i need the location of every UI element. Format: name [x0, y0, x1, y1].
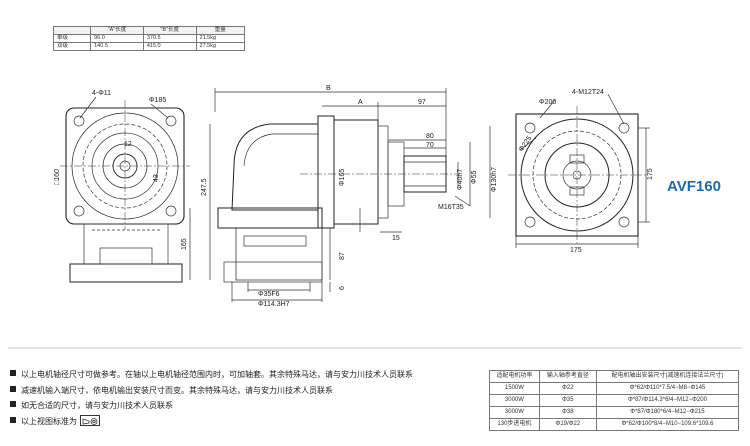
side-view — [189, 88, 491, 302]
end-view — [508, 93, 650, 248]
label-side-15: 15 — [392, 235, 400, 242]
label-right-175v: 175 — [647, 168, 654, 180]
table-cell: Φ*87/Φ114.3*6/4−M12−Φ200 — [595, 394, 740, 407]
front-view — [60, 96, 190, 283]
label-side-35: Φ35F6 — [258, 291, 280, 298]
table-header-cell: 适配电机功率 — [489, 370, 540, 383]
table-cell: Φ38 — [538, 406, 597, 419]
model-name: AVF160 — [667, 178, 721, 195]
table-cell: Φ*62/Φ110*7.5/4−M8−Φ145 — [595, 382, 740, 395]
label-side-a: A — [358, 99, 363, 106]
table-header-cell: 输入轴参考直径 — [538, 370, 597, 383]
label-side-55: Φ55 — [471, 171, 478, 184]
label-front-square: □160 — [54, 169, 61, 185]
table-row: 3000W Φ35 Φ*87/Φ114.3*6/4−M12−Φ200 — [489, 394, 740, 407]
table-cell: Φ19/Φ22 — [538, 418, 597, 431]
dimensions-table: "A"长度 "B"长度 重量 单级 96.0 370.5 21.5kg 双级 1… — [52, 26, 246, 51]
table-row: 130步进电机 Φ19/Φ22 Φ*62/Φ100*8/4−M10−109.6*… — [489, 418, 740, 431]
table-cell: 3000W — [489, 394, 540, 407]
label-side-m16: M16T35 — [438, 204, 464, 211]
table-cell: 双级 — [52, 42, 92, 51]
note-text: 以上视图标准为 — [21, 416, 77, 426]
table-row: 3000W Φ38 Φ*87/Φ180*6/4−M12−Φ215 — [489, 406, 740, 419]
note-text: 如无合适的尺寸，请与安力川技术人员联系 — [21, 401, 173, 410]
label-front-12: 12 — [124, 141, 132, 148]
label-front-pcd: Φ185 — [149, 97, 166, 104]
label-side-70: 70 — [426, 142, 434, 149]
label-side-165h: 165 — [181, 238, 188, 250]
label-side-165: Φ165 — [339, 169, 346, 186]
table-header-cell: 配电机轴出安装尺寸(减速机连接法兰尺寸) — [595, 370, 740, 383]
table-cell: Φ*62/Φ100*8/4−M10−109.6*109.6 — [595, 418, 740, 431]
table-cell: 3000W — [489, 406, 540, 419]
note-item: 减速机输入端尺寸，依电机输出安装尺寸而变。其余特殊马达，请与安力川技术人员联系 — [10, 383, 480, 399]
label-side-130: Φ130h7 — [491, 167, 498, 192]
label-side-97: 97 — [418, 99, 426, 106]
label-side-87: 87 — [339, 252, 346, 260]
bullet-icon — [10, 416, 16, 423]
note-item: 以上电机轴径尺寸可做参考。在轴以上电机轴径范围内时，可加轴套。其余特殊马达，请与… — [10, 367, 480, 383]
table-cell: Φ*87/Φ180*6/4−M12−Φ215 — [595, 406, 740, 419]
label-side-80: 80 — [426, 133, 434, 140]
table-header-row: 适配电机功率 输入轴参考直径 配电机轴出安装尺寸(减速机连接法兰尺寸) — [489, 370, 740, 383]
label-front-holes: 4-Φ11 — [92, 90, 111, 97]
label-side-b: B — [326, 85, 331, 92]
table-row: 1500W Φ22 Φ*62/Φ110*7.5/4−M8−Φ145 — [489, 382, 740, 395]
table-cell: Φ35 — [538, 394, 597, 407]
label-side-114: Φ114.3H7 — [258, 301, 290, 308]
bullet-icon — [10, 385, 16, 392]
label-right-200: Φ200 — [539, 99, 556, 106]
projection-symbol-icon — [80, 414, 100, 426]
notes-list: 以上电机轴径尺寸可做参考。在轴以上电机轴径范围内时，可加轴套。其余特殊马达，请与… — [10, 367, 480, 429]
label-right-175h: 175 — [570, 247, 582, 254]
label-side-6: 6 — [339, 286, 346, 290]
table-cell: 27.5kg — [195, 42, 246, 51]
note-text: 减速机输入端尺寸，依电机输出安装尺寸而变。其余特殊马达，请与安力川技术人员联系 — [21, 385, 333, 395]
label-right-holes: 4-M12T24 — [572, 89, 604, 96]
note-item: 如无合适的尺寸，请与安力川技术人员联系 — [10, 398, 480, 414]
table-row: 双级 140.5 415.0 27.5kg — [52, 42, 246, 51]
label-right-225: Φ225 — [518, 135, 534, 153]
motor-adapter-table: 适配电机功率 输入轴参考直径 配电机轴出安装尺寸(减速机连接法兰尺寸) 1500… — [489, 370, 740, 431]
label-side-247: 247.5 — [201, 178, 208, 196]
bullet-icon — [10, 370, 16, 376]
bullet-icon — [10, 401, 16, 407]
note-item: 以上视图标准为 — [10, 414, 480, 430]
table-cell: 130步进电机 — [489, 418, 540, 431]
label-front-43: 43 — [153, 174, 160, 182]
note-text: 以上电机轴径尺寸可做参考。在轴以上电机轴径范围内时，可加轴套。其余特殊马达，请与… — [21, 370, 413, 379]
table-cell: Φ22 — [538, 382, 597, 395]
table-cell: 1500W — [489, 382, 540, 395]
label-side-40: Φ40h7 — [457, 169, 464, 190]
